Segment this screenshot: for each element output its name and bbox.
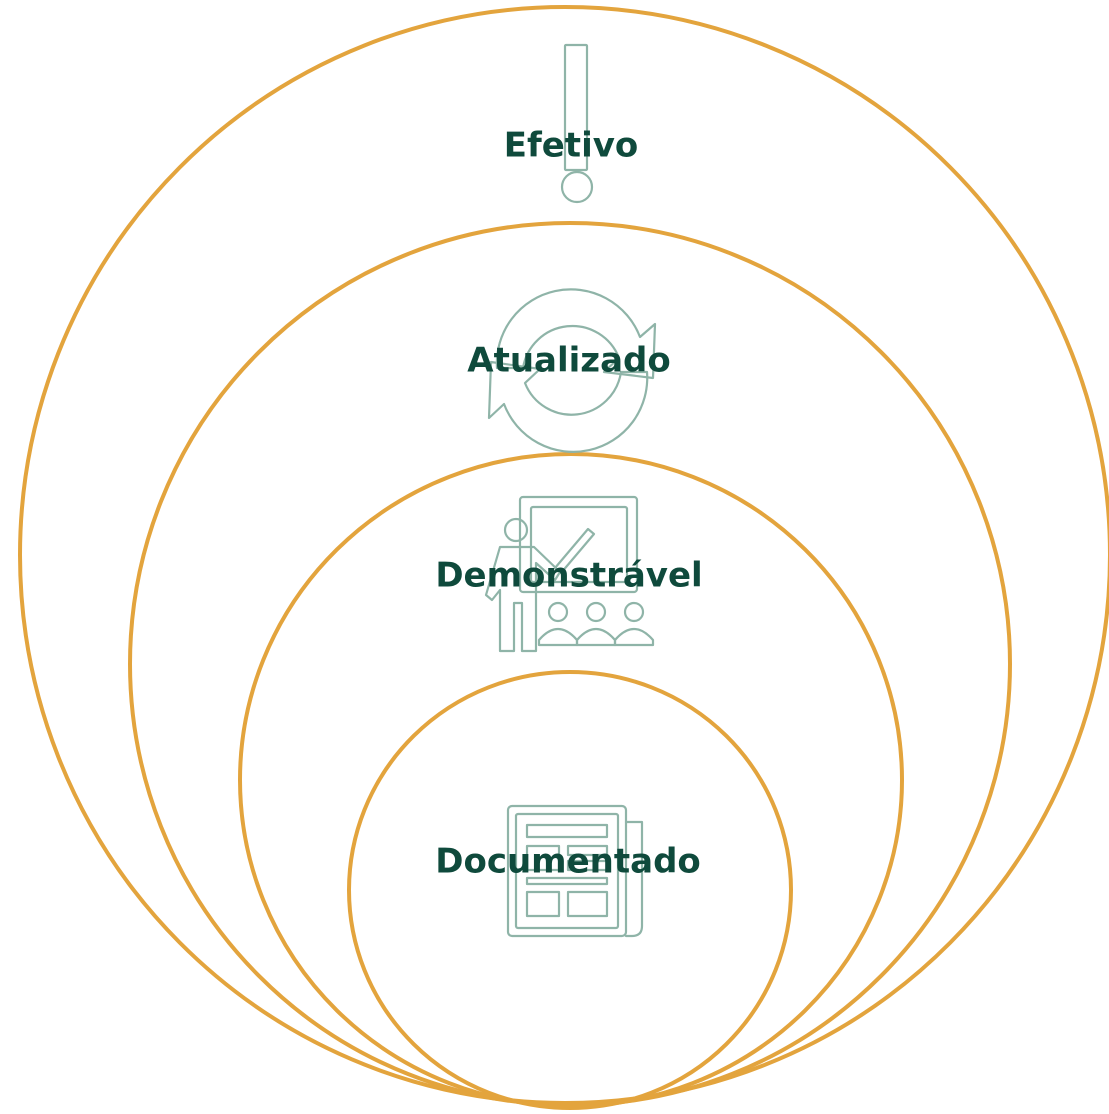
label-efetivo: Efetivo: [504, 126, 639, 166]
newspaper-document-icon: [506, 804, 644, 938]
exclamation-icon: [560, 43, 594, 204]
label-documentado: Documentado: [435, 842, 701, 882]
ring-documentado: [347, 670, 793, 1110]
ring-demonstravel: [238, 452, 904, 1108]
label-atualizado: Atualizado: [467, 341, 670, 381]
label-demonstravel: Demonstrável: [435, 556, 702, 596]
presentation-audience-icon: [484, 495, 655, 653]
refresh-cycle-icon: [487, 288, 657, 453]
